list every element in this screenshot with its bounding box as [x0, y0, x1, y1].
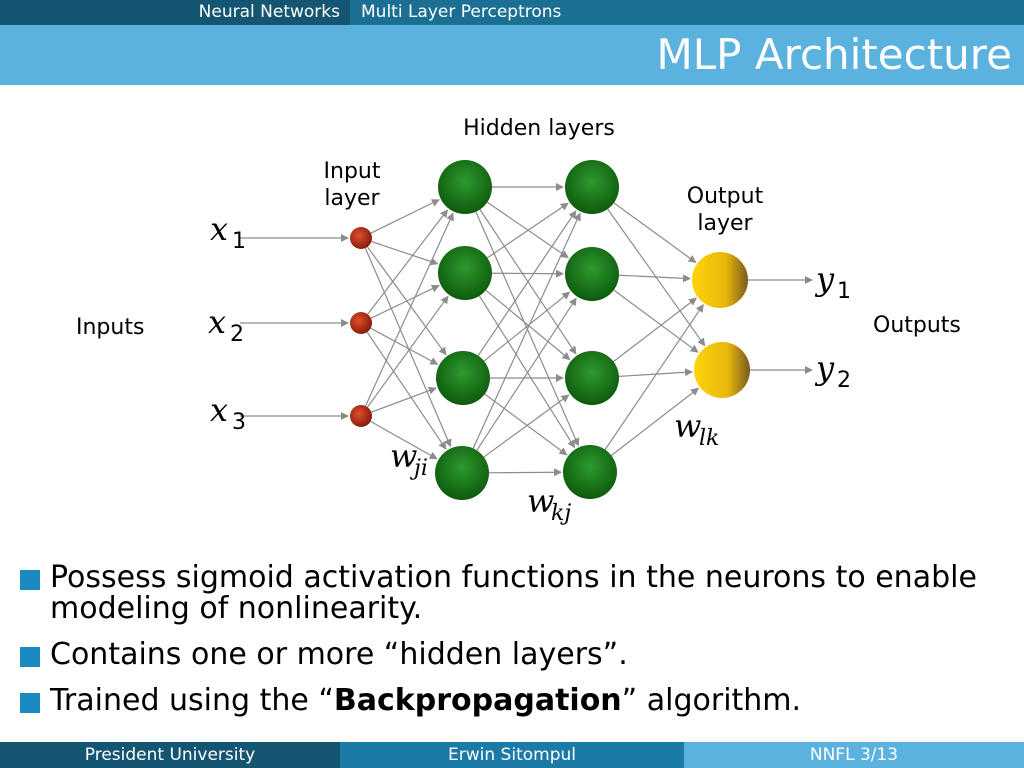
input-symbol-x2: x 2: [208, 303, 244, 347]
breadcrumb-section: Neural Networks: [0, 0, 350, 25]
w-subscript: ji: [409, 456, 428, 481]
mlp-diagram: Hidden layers Input layer Output layer I…: [76, 116, 961, 526]
x-index: 3: [232, 410, 246, 435]
edge-hidden2-output: [618, 368, 694, 377]
input-node: [350, 312, 372, 334]
w-subscript: kj: [551, 501, 571, 526]
edge-input-hidden1: [365, 212, 454, 407]
x-symbol: x: [210, 210, 228, 248]
edge-hidden2-output: [610, 387, 700, 456]
w-symbol: w: [390, 437, 417, 475]
w-subscript: lk: [699, 426, 719, 451]
edge-hidden1-hidden2: [472, 212, 581, 449]
bullet-text-post: ” algorithm.: [621, 683, 802, 718]
input-symbol-x3: x 3: [210, 391, 246, 435]
edge-input-hidden1: [366, 295, 449, 408]
output-node: [692, 252, 748, 308]
weight-label-wji: w ji: [390, 437, 428, 481]
edge-hidden1-hidden2: [478, 295, 576, 449]
edge-input-hidden1: [371, 240, 439, 266]
edge-input-hidden1: [370, 284, 440, 319]
bullet-item: Contains one or more “hidden layers”.: [20, 639, 1010, 670]
footer-author: Erwin Sitompul: [340, 742, 684, 768]
hidden2-node: [565, 160, 619, 214]
edge-hidden1-hidden2: [484, 393, 568, 456]
y-index: 2: [837, 368, 851, 393]
footer-page-number: NNFL 3/13: [684, 742, 1024, 768]
weight-label-wlk: w lk: [674, 407, 719, 451]
y-index: 1: [837, 279, 851, 304]
input-layer-label-line2: layer: [324, 186, 380, 211]
output-node: [694, 342, 750, 398]
edge-hidden2-output: [604, 304, 704, 450]
x-index: 2: [230, 322, 244, 347]
bullet-square-icon: [20, 570, 40, 590]
x-symbol: x: [210, 391, 228, 429]
weight-label-wkj: w kj: [527, 482, 571, 526]
edge-input-hidden1: [370, 420, 438, 460]
bullet-text-bold: Backpropagation: [333, 683, 622, 718]
x-symbol: x: [208, 303, 226, 341]
hidden1-node: [438, 246, 492, 300]
output-symbol-y1: y 1: [814, 260, 851, 304]
hidden1-node: [438, 160, 492, 214]
edge-input-hidden1: [367, 209, 448, 315]
input-node: [350, 405, 372, 427]
edge-hidden1-hidden2: [476, 297, 577, 451]
bullet-square-icon: [20, 647, 40, 667]
w-symbol: w: [674, 407, 701, 445]
w-symbol: w: [527, 482, 554, 520]
output-layer-label-line1: Output: [687, 184, 764, 209]
y-symbol: y: [814, 260, 835, 298]
bullet-text: Contains one or more “hidden layers”.: [50, 637, 628, 672]
edge-input-hidden1: [370, 327, 439, 365]
hidden-layers-label: Hidden layers: [463, 116, 615, 141]
output-symbol-y2: y 2: [814, 349, 851, 393]
y-symbol: y: [814, 349, 835, 387]
edge-hidden2-output: [613, 289, 699, 353]
input-symbol-x1: x 1: [210, 210, 246, 254]
edge-hidden2-output: [618, 274, 692, 283]
input-node: [350, 227, 372, 249]
top-bar: Neural Networks Multi Layer Perceptrons: [0, 0, 1024, 25]
bullet-list: Possess sigmoid activation functions in …: [20, 562, 1010, 731]
bullet-item: Possess sigmoid activation functions in …: [20, 562, 1010, 624]
bullet-text-pre: Trained using the “: [50, 683, 334, 718]
footer-institution: President University: [0, 742, 340, 768]
edge-input-hidden1: [366, 331, 447, 450]
x-index: 1: [232, 229, 246, 254]
hidden2-node: [563, 445, 617, 499]
output-layer-label-line2: layer: [697, 211, 753, 236]
title-bar: MLP Architecture: [0, 25, 1024, 85]
bullet-text: Possess sigmoid activation functions in …: [50, 560, 977, 626]
connection-edges: [240, 183, 813, 477]
edge-hidden2-output: [613, 297, 697, 363]
edge-hidden1-hidden2: [483, 291, 571, 362]
footer-bar: President University Erwin Sitompul NNFL…: [0, 742, 1024, 768]
edge-hidden1-hidden2: [477, 210, 577, 356]
outputs-label: Outputs: [873, 313, 961, 338]
edge-input-hidden1: [371, 386, 437, 413]
hidden1-node: [436, 351, 490, 405]
edge-hidden2-output: [613, 202, 697, 263]
edge-hidden1-hidden2: [483, 394, 570, 458]
hidden2-node: [565, 247, 619, 301]
input-layer-label-line1: Input: [324, 159, 381, 184]
network-nodes: [350, 160, 750, 500]
edge-hidden1-hidden2: [491, 269, 565, 278]
bullet-item: Trained using the “Backpropagation” algo…: [20, 685, 1010, 716]
inputs-label: Inputs: [76, 315, 144, 340]
breadcrumb-topic: Multi Layer Perceptrons: [361, 2, 562, 22]
edge-input-hidden1: [370, 199, 440, 234]
edge-hidden1-hidden2: [487, 202, 569, 259]
slide-title: MLP Architecture: [656, 30, 1012, 79]
edge-hidden1-hidden2: [488, 468, 563, 477]
bullet-square-icon: [20, 693, 40, 713]
edge-hidden1-hidden2: [485, 289, 571, 361]
hidden2-node: [565, 351, 619, 405]
edge-input-hidden1: [364, 247, 452, 448]
hidden1-node: [435, 446, 489, 500]
